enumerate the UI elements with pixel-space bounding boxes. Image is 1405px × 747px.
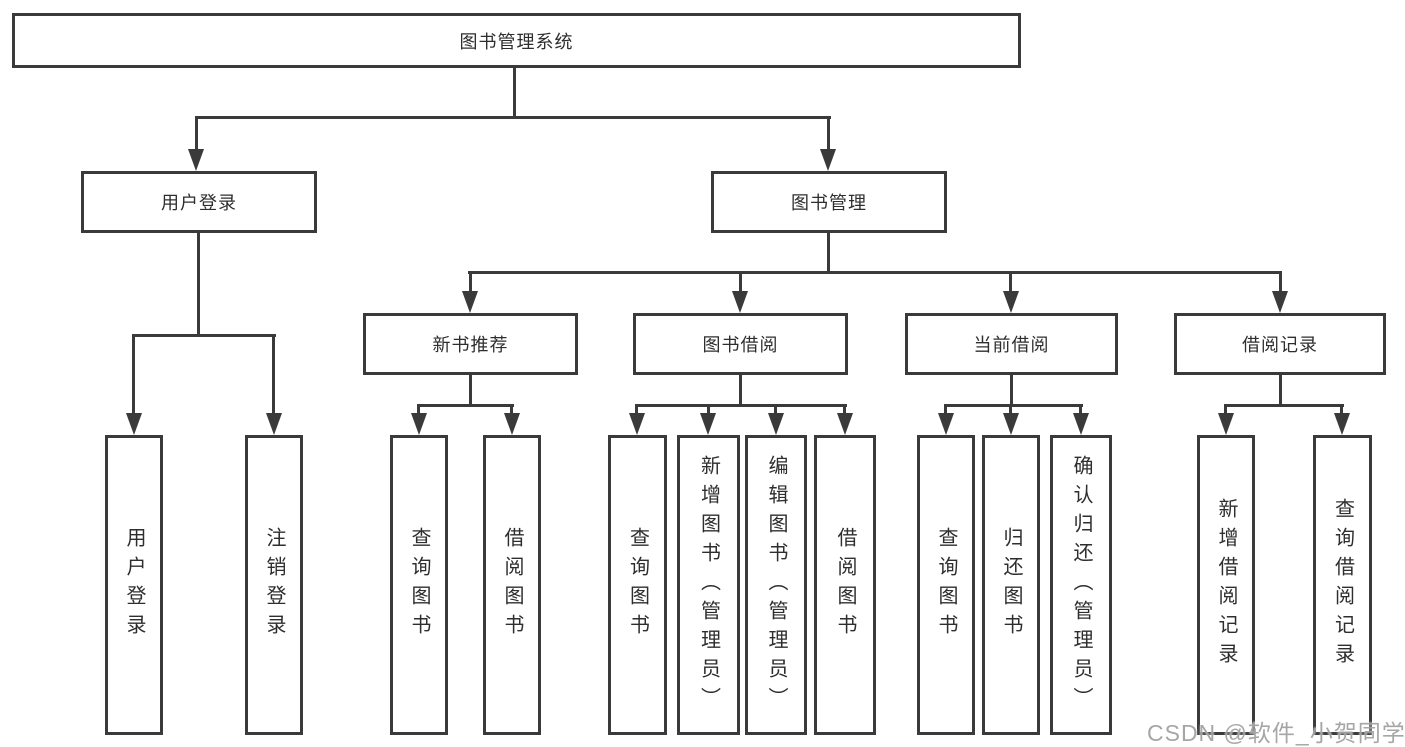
node-label: 用户登录 xyxy=(161,193,237,213)
node-user-login: 用户登录 xyxy=(81,171,317,233)
arrow-down-icon xyxy=(732,291,748,313)
connector-to-leaf xyxy=(132,334,135,420)
node-label: 借阅图书 xyxy=(834,527,856,643)
connector-user-login-stem xyxy=(197,233,200,336)
node-new-book-recommend: 新书推荐 xyxy=(363,313,578,375)
connector-to-leaf xyxy=(417,404,420,420)
arrow-down-icon xyxy=(768,413,784,435)
arrow-down-icon xyxy=(462,291,478,313)
node-label: 新书推荐 xyxy=(432,335,509,355)
connector-to-leaf xyxy=(1224,404,1227,420)
leaf-query-borrow-record: 查询借阅记录 xyxy=(1313,435,1372,735)
node-label: 图书管理 xyxy=(791,193,867,213)
node-label: 归还图书 xyxy=(1000,527,1022,643)
node-label: 查询借阅记录 xyxy=(1331,498,1354,672)
leaf-add-book-admin: 新增图书（管理员） xyxy=(677,435,740,735)
connector-to-leaf xyxy=(944,404,947,420)
connector-to-leaf xyxy=(1340,404,1343,420)
node-label: 注销登录 xyxy=(263,527,285,643)
node-label: 当前借阅 xyxy=(973,335,1050,355)
connector-to-leaf xyxy=(1009,404,1012,420)
leaf-add-borrow-record: 新增借阅记录 xyxy=(1197,435,1255,735)
csdn-watermark: CSDN @软件_小贺同学 xyxy=(1147,720,1405,746)
node-book-borrowing: 图书借阅 xyxy=(633,313,848,375)
leaf-logout-login: 注销登录 xyxy=(245,435,303,735)
connector-to-leaf xyxy=(774,404,777,420)
node-label: 图书管理系统 xyxy=(459,31,574,52)
node-label: 编辑图书（管理员） xyxy=(765,454,787,716)
connector-to-book-borrow xyxy=(739,271,742,297)
node-library-management-system: 图书管理系统 xyxy=(12,13,1021,68)
connector-to-user-login xyxy=(195,116,198,152)
arrow-down-icon xyxy=(938,413,954,435)
leaf-return-book: 归还图书 xyxy=(982,435,1040,735)
connector-stem xyxy=(739,375,742,406)
connector-to-leaf xyxy=(1079,404,1082,420)
node-label: 借阅记录 xyxy=(1242,335,1318,355)
arrow-down-icon xyxy=(504,413,520,435)
arrow-down-icon xyxy=(126,413,142,435)
node-label: 查询图书 xyxy=(935,527,957,643)
connector-branch xyxy=(635,404,847,407)
connector-to-leaf xyxy=(707,404,710,420)
leaf-query-books-1: 查询图书 xyxy=(390,435,448,735)
arrow-down-icon xyxy=(837,413,853,435)
arrow-down-icon xyxy=(700,413,716,435)
leaf-edit-book-admin: 编辑图书（管理员） xyxy=(745,435,807,735)
arrow-down-icon xyxy=(1073,413,1089,435)
leaf-borrow-books-1: 借阅图书 xyxy=(483,435,541,735)
connector-book-mgmt-branch xyxy=(468,271,1281,274)
arrow-down-icon xyxy=(1003,291,1019,313)
connector-to-leaf xyxy=(510,404,513,420)
node-book-management: 图书管理 xyxy=(711,171,947,233)
connector-to-leaf xyxy=(272,334,275,420)
arrow-down-icon xyxy=(411,413,427,435)
connector-branch xyxy=(944,404,1083,407)
connector-stem xyxy=(1010,375,1013,406)
node-label: 查询图书 xyxy=(626,527,649,643)
node-current-borrowing: 当前借阅 xyxy=(905,313,1118,375)
node-label: 新增借阅记录 xyxy=(1215,498,1237,672)
arrow-down-icon xyxy=(1334,413,1350,435)
connector-to-leaf xyxy=(635,404,638,420)
node-label: 新增图书（管理员） xyxy=(697,454,720,716)
arrow-down-icon xyxy=(1003,413,1019,435)
node-borrowing-records: 借阅记录 xyxy=(1174,313,1386,375)
leaf-confirm-return-admin: 确认归还（管理员） xyxy=(1050,435,1112,735)
node-label: 确认归还（管理员） xyxy=(1070,454,1092,716)
connector-branch xyxy=(1224,404,1344,407)
connector-book-mgmt-stem xyxy=(827,233,830,274)
node-label: 借阅图书 xyxy=(501,527,523,643)
arrow-down-icon xyxy=(629,413,645,435)
connector-root-branch xyxy=(195,116,831,119)
leaf-user-login: 用户登录 xyxy=(105,435,163,735)
connector-to-borrow-record xyxy=(1279,271,1282,297)
arrow-down-icon xyxy=(188,149,204,171)
connector-to-leaf xyxy=(843,404,846,420)
arrow-down-icon xyxy=(820,149,836,171)
connector-root-stem xyxy=(513,68,516,118)
arrow-down-icon xyxy=(1218,413,1234,435)
node-label: 查询图书 xyxy=(408,527,430,643)
node-label: 用户登录 xyxy=(123,527,145,643)
connector-to-current-borrow xyxy=(1009,271,1012,297)
connector-to-new-book-rec xyxy=(469,271,472,297)
node-label: 图书借阅 xyxy=(702,335,779,355)
leaf-borrow-books-2: 借阅图书 xyxy=(814,435,876,735)
leaf-query-books-2: 查询图书 xyxy=(608,435,667,735)
connector-to-book-mgmt xyxy=(827,116,830,152)
leaf-query-books-3: 查询图书 xyxy=(917,435,975,735)
arrow-down-icon xyxy=(266,413,282,435)
connector-stem xyxy=(1279,375,1282,406)
connector-branch xyxy=(417,404,514,407)
arrow-down-icon xyxy=(1272,291,1288,313)
connector-stem xyxy=(469,375,472,406)
connector-user-login-branch xyxy=(132,334,276,337)
